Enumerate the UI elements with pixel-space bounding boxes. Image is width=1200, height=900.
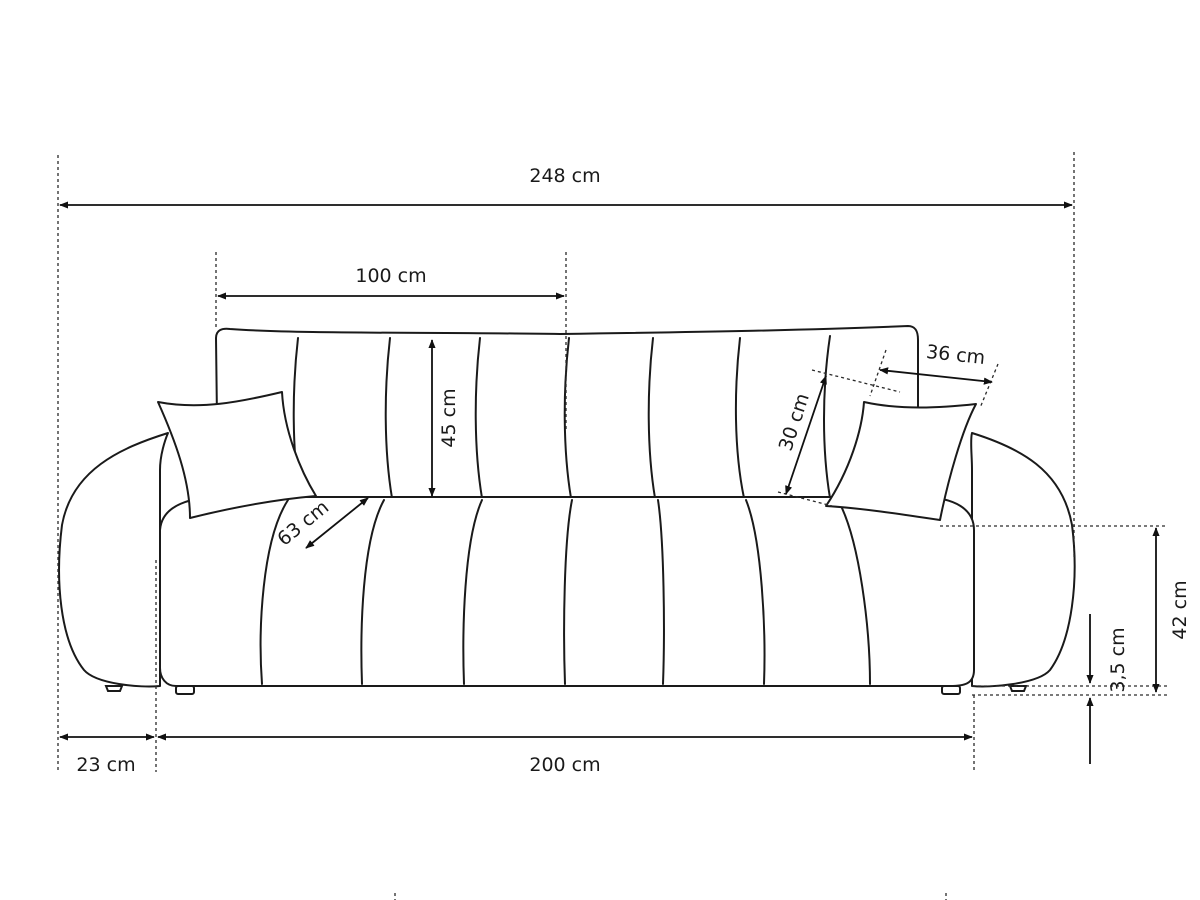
dimension-arrows xyxy=(59,201,1160,764)
seat-depth-arrow xyxy=(305,497,369,549)
sofa-leg xyxy=(175,685,195,695)
seat-height-label: 42 cm xyxy=(1169,580,1191,639)
seat-seam xyxy=(360,499,385,685)
armrest-leg xyxy=(104,685,124,692)
sofa-leg xyxy=(941,685,961,695)
seat-width-label: 200 cm xyxy=(529,754,600,776)
backrest-height-label: 45 cm xyxy=(438,388,460,447)
backrest-seam xyxy=(647,337,656,499)
left-pillow xyxy=(157,391,317,519)
left-armrest xyxy=(58,432,169,688)
seat-seam xyxy=(563,499,573,685)
backrest-seam xyxy=(384,337,393,499)
crop-marks xyxy=(394,893,947,900)
backrest xyxy=(215,325,919,501)
leg-height-label: 3,5 cm xyxy=(1107,627,1129,692)
backrest-section-label: 100 cm xyxy=(355,265,426,287)
armrest-width-label: 23 cm xyxy=(76,754,135,776)
right-armrest xyxy=(970,432,1076,688)
right-pillow xyxy=(825,401,977,521)
armrest-leg xyxy=(1008,685,1028,692)
seat-seam xyxy=(745,499,766,685)
seat-seam xyxy=(657,499,665,685)
backrest-seam xyxy=(563,337,572,499)
cushion-width-label: 36 cm xyxy=(925,341,986,369)
cushion-width-arrow xyxy=(879,367,993,385)
cushion-height-arrow xyxy=(785,375,827,495)
backrest-seam xyxy=(474,337,483,499)
seat-seam xyxy=(837,499,871,685)
sofa-drawing xyxy=(58,325,1076,695)
seat-seam xyxy=(259,499,289,685)
seat-seam xyxy=(462,499,483,685)
total-width-label: 248 cm xyxy=(529,165,600,187)
extension-lines xyxy=(57,152,1168,772)
backrest-seam xyxy=(734,337,745,499)
